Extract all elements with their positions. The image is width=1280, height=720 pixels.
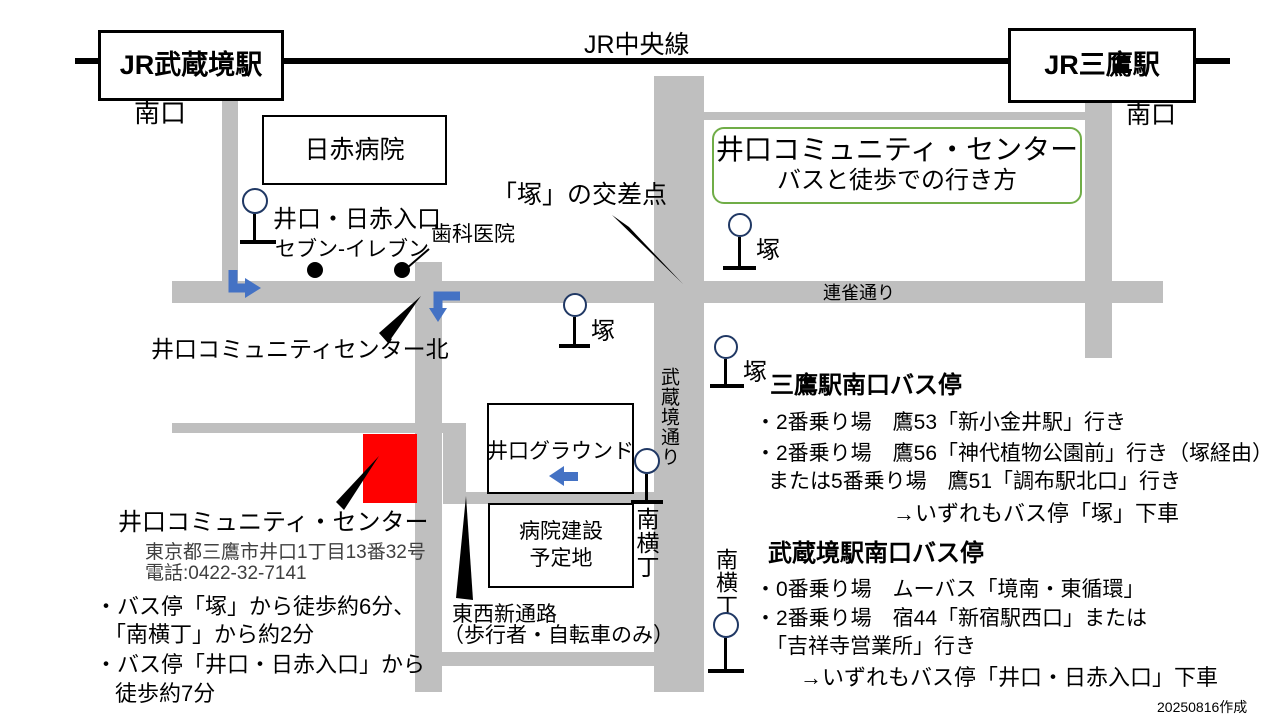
tozai-path-label1: 東西新通路: [452, 603, 557, 626]
map-title-box: 井口コミュニティ・センター バスと徒歩での行き方: [712, 127, 1082, 204]
road-ground-south: [443, 492, 656, 504]
road-tozai-path: [442, 652, 656, 666]
bus-stop-minamiyokocho-west-label: 南横丁: [633, 507, 659, 579]
mitaka-bus-heading: 三鷹駅南口バス停: [770, 372, 962, 399]
station-musashisakai: JR武蔵境駅: [98, 30, 284, 101]
station-musashisakai-label: JR武蔵境駅: [119, 49, 263, 80]
seven-eleven-dot: [307, 262, 323, 278]
walk-note-2a: ・バス停「井口・日赤入口」から: [95, 652, 426, 677]
mitaka-bus-line3: または5番乗り場 鷹51「調布駅北口」行き: [768, 470, 1182, 493]
bus-stop-tsuka-left-label: 塚: [591, 318, 615, 345]
jr-chuo-line-label: JR中央線: [584, 31, 690, 59]
community-center-location: [363, 434, 417, 503]
walk-note-1a: ・バス停「塚」から徒歩約6分、: [95, 594, 416, 619]
jr-chuo-line: [75, 58, 1230, 64]
road-sakai-south: [222, 100, 238, 303]
bus-stop-icon: [634, 448, 660, 474]
mitaka-bus-line2: ・2番乗り場 鷹56「神代植物公園前」行き（塚経由）: [755, 442, 1274, 465]
road-west-small: [172, 423, 466, 433]
sakai-bus-line2: ・2番乗り場 宿44「新宿駅西口」または: [755, 607, 1148, 630]
tozai-path-label2: （歩行者・自転車のみ）: [443, 624, 674, 647]
mitaka-bus-note: →いずれもバス停「塚」下車: [893, 501, 1180, 526]
center-north-label: 井口コミュニティセンター北: [151, 336, 449, 362]
destination-address: 東京都三鷹市井口1丁目13番32号: [145, 542, 426, 563]
hospital-planned-box: 病院建設 予定地: [488, 503, 634, 588]
created-date: 20250816作成: [1157, 699, 1248, 715]
nisseki-hospital-box: 日赤病院: [262, 115, 447, 185]
bus-stop-icon: [728, 213, 752, 237]
mitaka-bus-line1: ・2番乗り場 鷹53「新小金井駅」行き: [755, 411, 1127, 434]
south-exit-left-label: 南口: [134, 98, 187, 128]
tozai-path-pointer: [456, 496, 473, 600]
hospital-planned-line1: 病院建設: [519, 519, 603, 543]
map-title-line2: バスと徒歩での行き方: [777, 167, 1017, 195]
dental-clinic-label: 歯科医院: [431, 223, 515, 246]
sakai-bus-line1: ・0番乗り場 ムーバス「境南・東循環」: [755, 578, 1145, 601]
bus-stop-icon: [714, 335, 738, 359]
bus-stop-minamiyokocho-east-label: 南横丁: [713, 548, 738, 617]
nisseki-hospital-label: 日赤病院: [304, 135, 405, 164]
sakai-bus-heading: 武蔵境駅南口バス停: [768, 540, 984, 567]
sakai-bus-note: →いずれもバス停「井口・日赤入口」下車: [800, 665, 1219, 690]
road-center-vertical: [415, 262, 442, 692]
bus-stop-iguchi-nisseki-label: 井口・日赤入口: [273, 206, 441, 233]
destination-phone: 電話:0422-32-7141: [145, 563, 307, 584]
road-top-connector: [702, 112, 1086, 120]
bus-stop-icon: [713, 612, 739, 638]
bus-stop-tsuka-lower-label: 塚: [743, 359, 767, 386]
road-l-connector: [443, 423, 466, 504]
road-musashisakai-dori: [654, 76, 704, 692]
tsuka-crossing-label: 「塚」の交差点: [492, 181, 668, 209]
dental-clinic-dot: [394, 262, 410, 278]
iguchi-ground-label: 井口グラウンド: [487, 440, 634, 464]
hospital-planned-line2: 予定地: [529, 547, 593, 570]
bus-stop-icon: [563, 293, 587, 317]
renjaku-dori-label: 連雀通り: [823, 283, 895, 303]
sakai-bus-line3: 「吉祥寺営業所」行き: [766, 635, 976, 658]
seven-eleven-label: セブン-イレブン: [275, 238, 429, 261]
walk-note-2b: 徒歩約7分: [115, 681, 216, 706]
destination-name: 井口コミュニティ・センター: [118, 509, 429, 536]
map-title-line1: 井口コミュニティ・センター: [715, 134, 1079, 165]
station-mitaka-label: JR三鷹駅: [1044, 49, 1160, 80]
station-mitaka: JR三鷹駅: [1008, 28, 1196, 103]
bus-stop-icon: [242, 188, 268, 214]
south-exit-right-label: 南口: [1126, 101, 1177, 129]
walk-note-1b: 「南横丁」から約2分: [104, 622, 315, 647]
iguchi-ground-box: 井口グラウンド: [487, 403, 634, 494]
musashisakai-dori-label: 武蔵境通り: [658, 367, 679, 467]
bus-stop-tsuka-upper-label: 塚: [756, 237, 780, 264]
road-mitaka-south: [1085, 103, 1112, 358]
